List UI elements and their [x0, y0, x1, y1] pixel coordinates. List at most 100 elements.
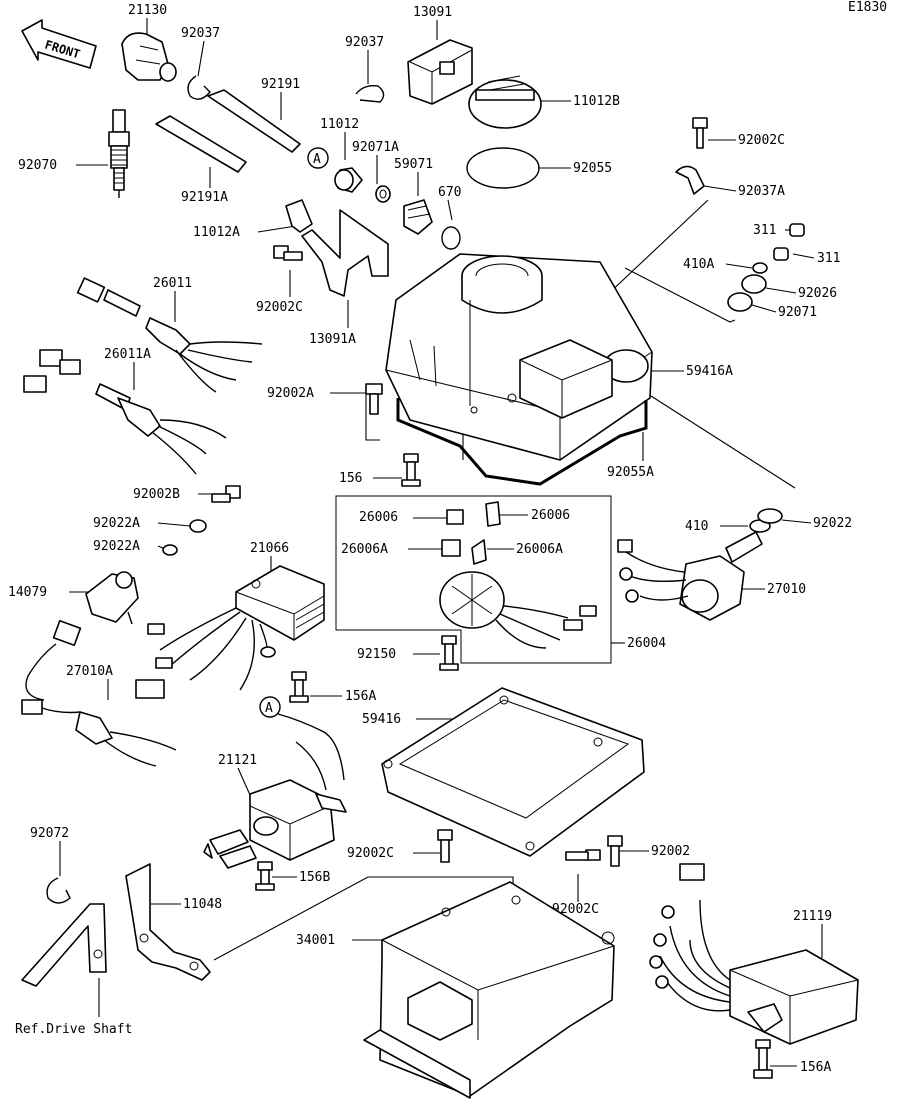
bolt-92002A — [365, 383, 383, 415]
label-26006A-b: 26006A — [516, 542, 563, 557]
fuse-block-26004 — [439, 571, 597, 649]
leader-lines — [59, 18, 823, 1067]
callout-a-lower: A — [259, 696, 281, 718]
label-311-a: 311 — [753, 223, 776, 238]
label-92055: 92055 — [573, 161, 612, 176]
label-26006A-a: 26006A — [341, 542, 388, 557]
starter-switch-27010 — [617, 531, 763, 621]
drive-shaft-bracket — [21, 903, 107, 987]
label-92002C-low: 92002C — [347, 846, 394, 861]
label-92071: 92071 — [778, 305, 817, 320]
fuse-26006A-a — [441, 539, 461, 557]
washer-92022A-b — [162, 544, 178, 556]
label-21130: 21130 — [128, 3, 167, 18]
lid-59416 — [381, 687, 645, 857]
bolt-156A-mid — [289, 671, 309, 703]
label-ref-drive-shaft: Ref.Drive Shaft — [15, 1022, 132, 1037]
fuse-26006-b — [485, 501, 501, 527]
label-92150: 92150 — [357, 647, 396, 662]
label-59416A: 59416A — [686, 364, 733, 379]
label-59071: 59071 — [394, 157, 433, 172]
label-14079: 14079 — [8, 585, 47, 600]
label-21121: 21121 — [218, 753, 257, 768]
clip-92037-right — [355, 84, 385, 103]
label-11012B: 11012B — [573, 94, 620, 109]
cap-11012 — [334, 167, 363, 193]
label-311-b: 311 — [817, 251, 840, 266]
label-92002B: 92002B — [133, 487, 180, 502]
fuse-26006A-b — [471, 539, 487, 565]
fuse-26006-a — [446, 509, 464, 525]
bracket-11048 — [125, 863, 211, 981]
label-92037A: 92037A — [738, 184, 785, 199]
bolt-92002 — [607, 835, 623, 867]
gasket-92055A — [396, 398, 648, 486]
front-arrow-icon: FRONT — [21, 19, 97, 69]
high-tension-cables-92191 — [155, 89, 301, 173]
label-156A-bot: 156A — [800, 1060, 831, 1075]
label-156: 156 — [339, 471, 362, 486]
label-92055A: 92055A — [607, 465, 654, 480]
label-92191: 92191 — [261, 77, 300, 92]
harness-26011 — [76, 277, 263, 393]
bolt-92002B — [211, 485, 241, 503]
o-ring-92055 — [466, 147, 540, 189]
label-92002C-bot: 92002C — [552, 902, 599, 917]
bolt-92002C-mid — [273, 245, 303, 261]
label-92022A-a: 92022A — [93, 516, 140, 531]
label-92002C-top: 92002C — [738, 133, 785, 148]
label-92002: 92002 — [651, 844, 690, 859]
spark-plug-cap-21130 — [121, 32, 177, 82]
label-156A-mid: 156A — [345, 689, 376, 704]
label-92026: 92026 — [798, 286, 837, 301]
bolt-156 — [401, 453, 421, 487]
label-92072: 92072 — [30, 826, 69, 841]
bracket-34001 — [363, 881, 615, 1099]
o-ring-670 — [441, 226, 461, 250]
label-34001: 34001 — [296, 933, 335, 948]
label-92037-a: 92037 — [181, 26, 220, 41]
spark-plug-92070 — [108, 109, 130, 198]
label-13091: 13091 — [413, 5, 452, 20]
label-670: 670 — [438, 185, 461, 200]
cap-11012B — [468, 75, 542, 129]
cap-11012A — [285, 199, 313, 233]
callout-a-lower-letter: A — [265, 701, 273, 716]
bracket-13091 — [407, 39, 473, 105]
label-26011A: 26011A — [104, 347, 151, 362]
label-92191A: 92191A — [181, 190, 228, 205]
label-27010: 27010 — [767, 582, 806, 597]
cover-14079 — [85, 571, 139, 625]
electric-case-59416A — [385, 253, 653, 461]
regulator-21066 — [135, 565, 325, 699]
label-11048: 11048 — [183, 897, 222, 912]
label-92022A-b: 92022A — [93, 539, 140, 554]
clip-92037-left — [187, 75, 211, 100]
bolt-156B — [255, 861, 275, 891]
callout-a-upper: A — [307, 147, 329, 169]
label-59416: 59416 — [362, 712, 401, 727]
nuts-410-92022 — [749, 508, 783, 533]
label-26006-b: 26006 — [531, 508, 570, 523]
label-92002C-mid: 92002C — [256, 300, 303, 315]
label-410: 410 — [685, 519, 708, 534]
label-26006-a: 26006 — [359, 510, 398, 525]
bolt-92150 — [439, 635, 459, 671]
label-26011: 26011 — [153, 276, 192, 291]
label-92070: 92070 — [18, 158, 57, 173]
label-92002A: 92002A — [267, 386, 314, 401]
clamp-92037A — [675, 165, 705, 195]
label-410A: 410A — [683, 257, 714, 272]
bolt-156A-bot — [753, 1039, 773, 1079]
clamp-92072 — [46, 877, 71, 904]
callout-a-upper-letter: A — [313, 152, 321, 167]
label-11012A: 11012A — [193, 225, 240, 240]
label-156B: 156B — [299, 870, 330, 885]
label-13091A: 13091A — [309, 332, 356, 347]
small-parts-right — [727, 223, 805, 312]
label-11012: 11012 — [320, 117, 359, 132]
cdi-unit-21119 — [649, 863, 859, 1045]
label-92071A: 92071A — [352, 140, 399, 155]
label-21119: 21119 — [793, 909, 832, 924]
